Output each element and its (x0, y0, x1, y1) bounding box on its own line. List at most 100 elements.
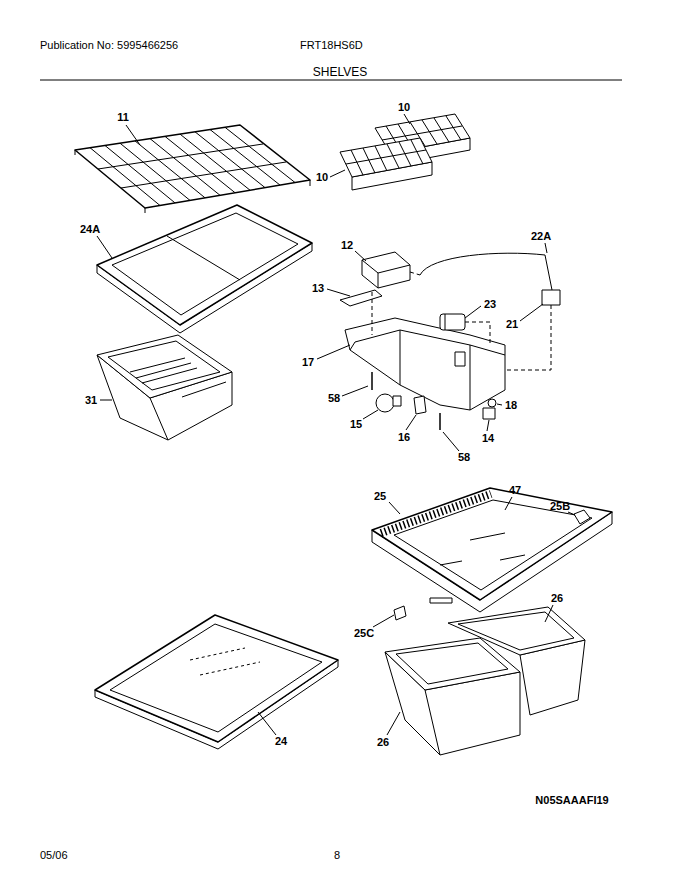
ice-bucket-housing (345, 318, 505, 410)
auger-cover (362, 260, 378, 273)
glass-shelf (470, 533, 505, 540)
crisper-bin (385, 638, 520, 690)
crisper-bin (385, 638, 520, 755)
leader-line (545, 243, 547, 253)
leader-line (126, 125, 140, 145)
wire-shelf (75, 125, 310, 208)
callout-number: 31 (85, 394, 97, 407)
ice-tray (351, 150, 363, 175)
wire-shelf (75, 125, 310, 213)
page-number: 8 (334, 849, 340, 862)
parts-illustration (40, 80, 622, 755)
callout-number: 24 (275, 735, 287, 748)
wire-shelf (105, 146, 175, 203)
leader-line (97, 114, 575, 735)
ice-tray (434, 118, 449, 142)
ice-tray (363, 148, 375, 173)
wire-shelf (135, 141, 205, 198)
motor (440, 314, 465, 330)
crisper-drawer (108, 341, 220, 390)
callout-number: 11 (117, 111, 129, 124)
leader-line (404, 114, 410, 124)
crisper-drawer (150, 398, 168, 440)
glass-shelf (394, 500, 592, 590)
connector (542, 290, 560, 305)
crisper-bin (425, 690, 440, 755)
ice-tray (340, 138, 432, 177)
leader-line (465, 306, 481, 318)
figure-code: N05SAAAFI19 (535, 794, 608, 807)
callout-number: 10 (398, 101, 410, 114)
leader-line (505, 497, 512, 510)
wire-shelf (225, 127, 295, 182)
callout-number: 12 (341, 239, 353, 252)
callout-number: 25 (374, 490, 386, 503)
glass-shelf (110, 624, 322, 732)
callout-number: 26 (551, 592, 563, 605)
callout-number: 14 (482, 432, 494, 445)
screw (439, 413, 441, 430)
glass-shelf (97, 205, 312, 333)
callout-number: 16 (398, 431, 410, 444)
ice-tray (422, 120, 437, 144)
ice-tray (399, 142, 411, 166)
callout-number: 58 (458, 451, 470, 464)
leader-line (568, 512, 575, 515)
assembly-guide (410, 272, 420, 275)
ice-bucket-housing (470, 345, 471, 410)
light-socket (414, 396, 426, 414)
wire-shelf (310, 180, 311, 186)
assembly-guide (465, 322, 490, 345)
wire-shelf (180, 134, 250, 190)
assembly-guide (372, 272, 551, 370)
shelf-bracket (394, 606, 406, 620)
lever (340, 290, 382, 306)
ice-tray (375, 146, 387, 171)
assembly-guide (372, 292, 373, 335)
glass-shelf (200, 662, 260, 675)
motor (440, 314, 465, 330)
knob (488, 399, 496, 407)
leader-line (258, 712, 276, 735)
leader-line (317, 345, 350, 359)
callout-number: 24A (80, 223, 100, 236)
page-title: SHELVES (313, 66, 367, 79)
ice-tray (387, 144, 399, 168)
leader-line (327, 289, 350, 296)
callout-number: 15 (350, 418, 362, 431)
wire-shelf (98, 144, 263, 169)
header-rule (40, 80, 622, 81)
glass-shelf (167, 236, 240, 280)
glass-shelf (112, 213, 298, 315)
wire-harness (420, 253, 552, 290)
callout-number: 21 (506, 318, 518, 331)
leader-line (487, 420, 489, 431)
glass-shelf (440, 561, 462, 565)
wire-shelf (75, 150, 76, 155)
ice-bucket-housing (400, 330, 401, 385)
callout-number: 25B (550, 500, 570, 513)
ice-tray (382, 126, 462, 140)
light-bulb (393, 396, 401, 406)
callout-number: 26 (377, 736, 389, 749)
callout-number: 17 (302, 356, 314, 369)
auger-cover (378, 273, 379, 288)
ice-bucket-housing (345, 318, 505, 410)
leader-line (330, 170, 345, 177)
crisper-bin (396, 643, 508, 684)
leader-line (497, 404, 502, 405)
auger-cover (378, 265, 410, 273)
wire-shelf (195, 132, 265, 188)
switch (483, 408, 495, 419)
crisper-drawer (97, 335, 232, 398)
crisper-drawer (136, 363, 191, 378)
shelf-stop (574, 510, 590, 524)
crisper-drawer (142, 368, 197, 383)
wire-shelf (210, 130, 280, 186)
wire-shelf (120, 143, 190, 200)
callout-number: 58 (328, 392, 340, 405)
assembly-guide (505, 305, 551, 370)
leader-line (520, 304, 543, 321)
leader-line (355, 251, 366, 261)
